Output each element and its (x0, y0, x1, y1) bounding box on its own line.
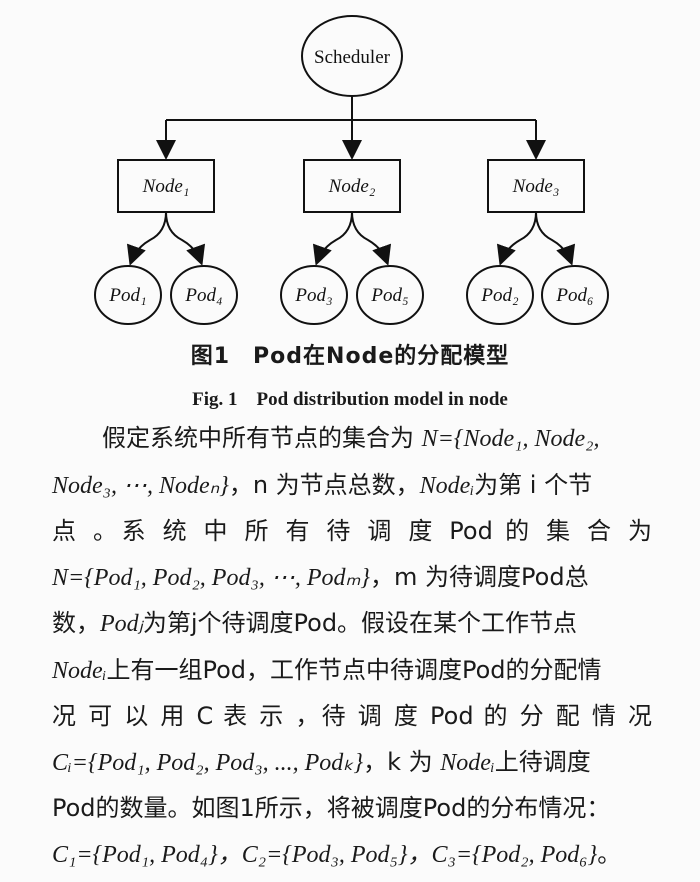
paragraph-line-1: 假定系统中所有节点的集合为 N={Node₁, Node₂, (102, 424, 600, 452)
edge-node3-pod6 (535, 211, 576, 266)
pod3-circle (280, 265, 348, 325)
node3-label: Node₃ (512, 176, 560, 197)
node1-box (117, 159, 215, 213)
figure-caption-chinese: 图1 Pod在Node的分配模型 (190, 344, 510, 369)
paragraph-line-7: 况 可 以 用 C 表 示 ，待 调 度 Pod 的 分 配 情 况 (52, 702, 652, 730)
pod4-label: Pod₄ (184, 285, 222, 306)
paragraph-line-10: C₁={Pod₁, Pod₄}，C₂={Pod₃, Pod₅}，C₃={Pod₂… (52, 839, 622, 868)
paragraph-line-3: 点 。系 统 中 所 有 待 调 度 Pod 的 集 合 为 (52, 517, 652, 545)
edge-node1-pod1 (126, 211, 167, 266)
paragraph-line-9: Pod的数量。如图1所示，将被调度Pod的分布情况： (52, 794, 611, 822)
scheduler-label: Scheduler (314, 47, 391, 68)
pod1-label: Pod₁ (108, 285, 146, 306)
pod-distribution-diagram: Scheduler Node₁ Node₂ Node₃ Pod₁ Pod₄ Po… (94, 15, 609, 325)
pod6-label: Pod₆ (555, 285, 593, 306)
paragraph-line-5: 数，Podⱼ为第j个待调度Pod。假设在某个工作节点 (52, 609, 578, 637)
paragraph-line-8: Cᵢ={Pod₁, Pod₂, Pod₃, ..., Podₖ}，k 为 Nod… (52, 747, 591, 776)
distribution-formula: C₁={Pod₁, Pod₄}，C₂={Pod₃, Pod₅}，C₃={Pod₂… (52, 841, 598, 868)
edge-node3-pod2 (496, 211, 537, 266)
pod2-circle (466, 265, 534, 325)
pod6-circle (541, 265, 609, 325)
node3-box (487, 159, 585, 213)
pod5-label: Pod₅ (370, 285, 408, 306)
edge-node2-pod3 (312, 211, 353, 266)
node2-label: Node₂ (328, 176, 376, 197)
scheduler-node (301, 15, 403, 97)
pod5-circle (356, 265, 424, 325)
node1-label: Node₁ (142, 176, 190, 197)
node-set-formula: N={Node₁, Node₂, (421, 426, 600, 452)
pod1-circle (94, 265, 162, 325)
body-paragraph: 假定系统中所有节点的集合为 N={Node₁, Node₂, Node₃, ⋯,… (52, 416, 652, 878)
edge-node1-pod4 (165, 211, 206, 266)
paragraph-line-4: N={Pod₁, Pod₂, Pod₃, ⋯, Podₘ}，m 为待调度Pod总 (52, 562, 589, 591)
edge-node2-pod5 (351, 211, 392, 266)
node2-box (303, 159, 401, 213)
pod-set-formula: N={Pod₁, Pod₂, Pod₃, ⋯, Podₘ} (52, 564, 371, 591)
figure-caption-english: Fig. 1 Pod distribution model in node (192, 389, 508, 410)
allocation-set-formula: Cᵢ={Pod₁, Pod₂, Pod₃, ..., Podₖ} (52, 749, 364, 776)
pod4-circle (170, 265, 238, 325)
pod2-label: Pod₂ (480, 285, 519, 306)
pod3-label: Pod₃ (294, 285, 332, 306)
paragraph-line-6: Nodeᵢ上有一组Pod，工作节点中待调度Pod的分配情 (52, 655, 602, 684)
paragraph-line-2: Node₃, ⋯, Nodeₙ}，n 为节点总数，Nodeᵢ为第 i 个节 (52, 470, 593, 499)
